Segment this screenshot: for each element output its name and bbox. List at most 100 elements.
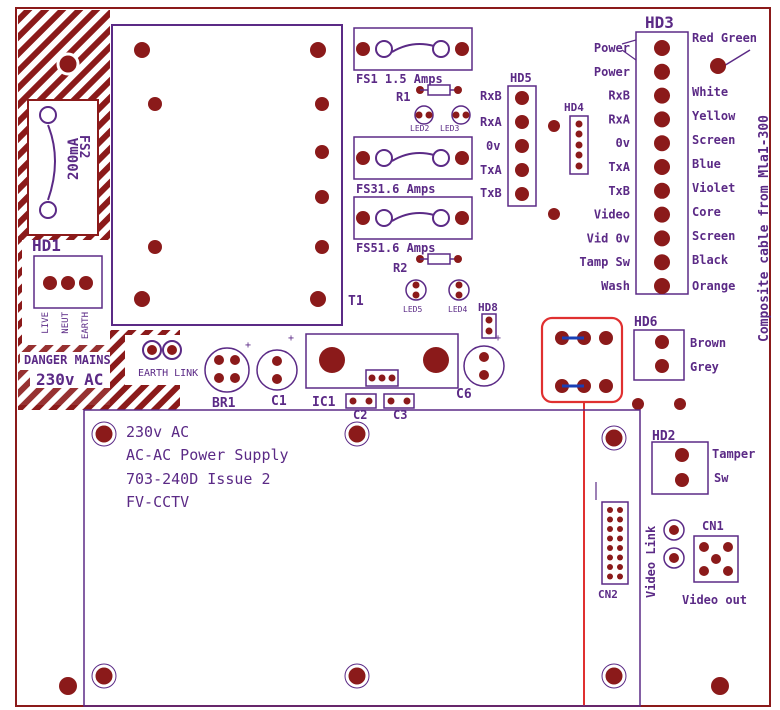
- cn2-pin: [607, 545, 613, 551]
- connector-cn1: CN1 Video out: [682, 519, 747, 607]
- earth-label: EARTH: [81, 312, 91, 339]
- transformer-t1: T1: [111, 24, 364, 326]
- video-link-label: Video Link: [644, 525, 658, 598]
- led5-label: LED5: [403, 305, 422, 314]
- earth-link-label: EARTH LINK: [138, 368, 198, 379]
- fuse-fs2: FS2 200mA: [39, 106, 91, 219]
- header-hd2: HD2 Tamper Sw: [651, 429, 755, 495]
- led2-label: LED2: [410, 124, 429, 133]
- hd5-txb-label: TxB: [480, 186, 502, 200]
- cn2-pin: [607, 564, 613, 570]
- svg-text:+: +: [245, 340, 251, 351]
- hd3-pin: [654, 87, 670, 104]
- fs5-label: FS51.6 Amps: [356, 241, 435, 255]
- video-link-pads: [663, 519, 685, 569]
- hd3-left-label: Wash: [601, 279, 630, 293]
- capacitor-c6: + C6: [456, 333, 505, 402]
- hd1-label: HD1: [32, 236, 61, 255]
- cn2-pin: [607, 516, 613, 523]
- cn2-pin: [617, 573, 623, 580]
- led-led5: LED5: [403, 279, 427, 314]
- hd3-left-label: Vid 0v: [587, 231, 630, 245]
- hd3-left-label: RxB: [608, 89, 630, 103]
- hd3-left-label: TxB: [608, 184, 630, 198]
- header-hd6: HD6 Brown Grey: [633, 315, 726, 381]
- cn2-pin: [607, 507, 613, 513]
- capacitor-c1: + C1: [256, 333, 298, 409]
- hd3-pin: [654, 63, 670, 80]
- hd3-left-label: Power: [594, 41, 630, 55]
- hd3-left-label: RxA: [608, 112, 630, 126]
- fuse-fs5: FS51.6 Amps: [353, 196, 473, 255]
- brown-label: Brown: [690, 336, 726, 350]
- hd3-right-label: Violet: [692, 181, 735, 195]
- cn2-pin: [617, 564, 623, 570]
- bridge-rectifier-br1: + BR1: [204, 340, 251, 411]
- hd3-left-label: TxA: [608, 160, 630, 174]
- cn2-pin: [607, 573, 613, 580]
- hd3-pin: [654, 182, 670, 199]
- cn2-pin: [617, 535, 623, 542]
- fs1-label: FS1 1.5 Amps: [356, 72, 443, 86]
- capacitor-c2: C2: [345, 393, 377, 422]
- hd3-right-label: Yellow: [692, 109, 736, 123]
- hd3-left-label: Tamp Sw: [579, 255, 630, 269]
- hd3-pin: [654, 254, 670, 271]
- hd3-left-label: Video: [594, 208, 630, 222]
- hd3-right-label: White: [692, 85, 728, 99]
- c6-label: C6: [456, 387, 472, 402]
- mains-danger-zone: [18, 10, 205, 410]
- led3-label: LED3: [440, 124, 459, 133]
- hd5-pin-labels: RxB RxA 0v TxA TxB: [480, 89, 502, 200]
- hd5-txa-label: TxA: [480, 163, 502, 177]
- hd3-right-label: Screen: [692, 229, 735, 243]
- cn2-pin: [617, 554, 623, 561]
- hd3-right-label: Blue: [692, 157, 721, 171]
- mains-voltage-label: 230v AC: [36, 370, 103, 389]
- hd3-right-label: Orange: [692, 279, 735, 293]
- header-hd8: HD8: [478, 301, 498, 339]
- svg-text:+: +: [288, 333, 294, 344]
- header-hd1: HD1 LIVE NEUT EARTH: [32, 236, 103, 339]
- c1-label: C1: [271, 394, 287, 409]
- cn2-pin: [617, 545, 623, 551]
- led-led2: LED2: [410, 105, 434, 133]
- hd5-rxb-label: RxB: [480, 89, 502, 103]
- hd3-pin: [654, 278, 670, 294]
- hd8-label: HD8: [478, 301, 498, 314]
- live-label: LIVE: [41, 312, 51, 334]
- hd5-rxa-label: RxA: [480, 115, 502, 129]
- earth-link-jumper: EARTH LINK: [138, 340, 198, 379]
- fuse-fs3: FS31.6 Amps: [353, 136, 473, 196]
- hd3-right-label: Core: [692, 205, 721, 219]
- cn2-pin: [617, 516, 623, 523]
- br1-label: BR1: [212, 396, 236, 411]
- hd3-left-label: Power: [594, 65, 630, 79]
- cn2-pin: [607, 554, 613, 561]
- connector-cn2: CN2: [595, 482, 629, 601]
- header-hd4: HD4: [564, 101, 589, 175]
- resistor-r1: R1: [396, 84, 462, 104]
- resistor-r2: R2: [393, 253, 462, 275]
- video-out-label: Video out: [682, 593, 747, 607]
- cn2-pin: [617, 526, 623, 532]
- video-link-jumper: [540, 316, 624, 706]
- header-hd5: HD5: [507, 71, 537, 207]
- composite-cable-label: Composite cable from Mla1-300: [757, 115, 772, 342]
- hd5-0v-label: 0v: [486, 139, 500, 153]
- fs2-label: FS2: [76, 135, 91, 158]
- hd3-pin: [654, 206, 670, 223]
- hd3-right-label: Black: [692, 253, 729, 267]
- hd2-label: HD2: [652, 429, 675, 444]
- c3-label: C3: [393, 408, 407, 422]
- fs2-rating-label: 200mA: [66, 137, 82, 180]
- neut-label: NEUT: [61, 311, 71, 333]
- ic1-label: IC1: [312, 395, 336, 410]
- hd3-pin: [654, 230, 670, 247]
- module-part-number-text: 703-240D Issue 2: [126, 470, 271, 488]
- led-led3: LED3: [440, 105, 471, 133]
- cn2-pin: [607, 535, 613, 542]
- hd3-label: HD3: [645, 13, 674, 32]
